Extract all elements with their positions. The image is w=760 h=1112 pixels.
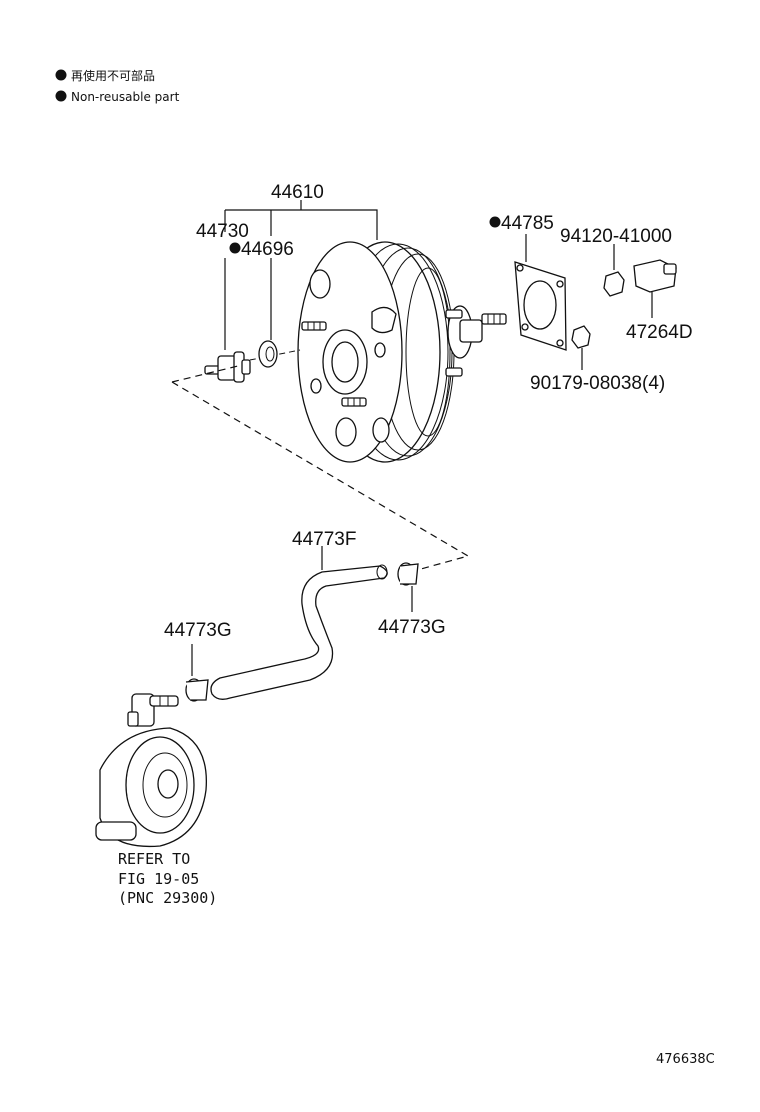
part-label-44785: 44785 xyxy=(501,213,554,234)
clevis-icon xyxy=(633,259,677,318)
reference-line-2: FIG 19-05 xyxy=(118,870,199,888)
vacuum-hose-icon xyxy=(210,546,388,700)
gasket-icon xyxy=(514,261,567,351)
part-label-44773g-left: 44773G xyxy=(164,620,232,641)
brake-booster-icon xyxy=(297,241,507,463)
legend-dot-icon xyxy=(55,90,67,102)
part-label-44610: 44610 xyxy=(271,182,324,203)
vacuum-pump-icon xyxy=(95,693,208,848)
leader-44610 xyxy=(224,200,378,350)
non-reusable-dot-icon xyxy=(229,242,241,254)
reference-line-3: (PNC 29300) xyxy=(118,889,217,907)
stud-icon xyxy=(341,397,367,407)
stud-icon xyxy=(301,321,327,331)
diagram-code: 476638C xyxy=(656,1052,715,1067)
part-label-47264d: 47264D xyxy=(626,322,693,343)
part-label-90179-08038: 90179-08038(4) xyxy=(530,373,665,394)
nut-icon xyxy=(603,244,625,297)
reference-line-1: REFER TO xyxy=(118,850,190,868)
part-label-44773g-right: 44773G xyxy=(378,617,446,638)
non-reusable-dot-icon xyxy=(489,216,501,228)
nut-icon xyxy=(571,325,591,370)
part-label-44696: 44696 xyxy=(241,239,294,260)
grommet-icon xyxy=(258,340,278,368)
legend-text-en: Non-reusable part xyxy=(71,90,180,104)
check-valve-icon xyxy=(204,351,251,383)
hose-clip-icon xyxy=(185,644,209,702)
part-label-44730: 44730 xyxy=(196,221,249,242)
legend-dot-icon xyxy=(55,69,67,81)
part-label-44773f: 44773F xyxy=(292,529,356,550)
hose-clip-icon xyxy=(397,562,419,612)
legend-text-jp: 再使用不可部品 xyxy=(71,68,155,83)
legend: 再使用不可部品 Non-reusable part xyxy=(55,68,180,104)
part-label-94120-41000: 94120-41000 xyxy=(560,226,672,247)
